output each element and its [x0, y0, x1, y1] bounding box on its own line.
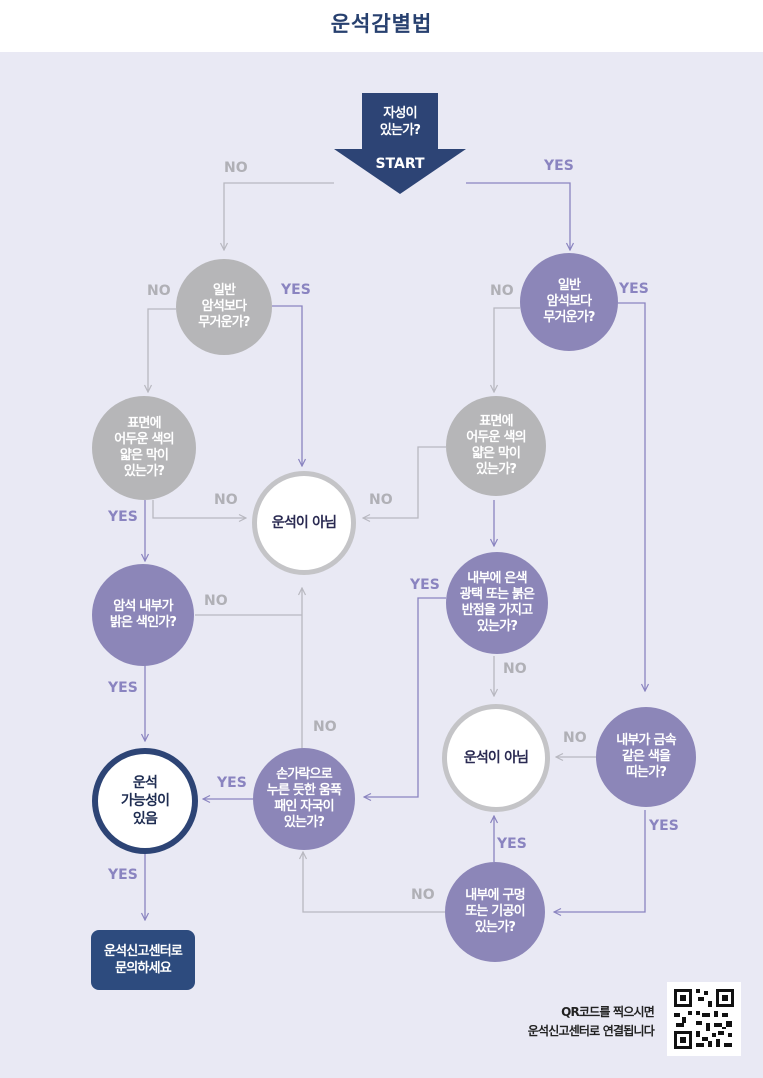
qr-code[interactable]: [667, 982, 741, 1056]
node-film-right: 표면에 어두운 색의 얇은 막이 있는가?: [446, 396, 546, 496]
label-film-left-no: NO: [214, 492, 238, 508]
page-title: 운석감별법: [330, 12, 433, 36]
node-metal: 내부가 금속 같은 색을 띠는가?: [596, 707, 696, 807]
contact-center-button[interactable]: 운석신고센터로 문의하세요: [91, 930, 195, 990]
label-film-right-no: NO: [369, 492, 393, 508]
label-metal-yes: YES: [649, 818, 679, 834]
label-holes-no: NO: [411, 887, 435, 903]
label-inner-silver-yes: YES: [410, 577, 440, 593]
node-not-meteorite-bottom: 운석이 아님: [442, 704, 550, 812]
start-label: START: [375, 156, 425, 172]
label-finger-yes: YES: [217, 775, 247, 791]
label-heavy-left-no: NO: [147, 283, 171, 299]
label-inner-silver-no: NO: [503, 661, 527, 677]
start-question: 자성이 있는가?: [379, 106, 421, 138]
node-holes: 내부에 구멍 또는 기공이 있는가?: [445, 862, 545, 962]
node-inner-bright: 암석 내부가 밝은 색인가?: [92, 564, 194, 666]
node-heavy-left: 일반 암석보다 무거운가?: [176, 259, 272, 355]
label-heavy-right-no: NO: [490, 283, 514, 299]
label-holes-yes: YES: [497, 836, 527, 852]
connector-film-right-no: [363, 446, 446, 518]
connector-start-no: [224, 182, 334, 250]
node-film-left: 표면에 어두운 색의 얇은 막이 있는가?: [92, 396, 196, 500]
label-inner-bright-no: NO: [204, 593, 228, 609]
start-arrow: [334, 93, 466, 194]
node-inner-silver: 내부에 은색 광택 또는 붉은 반점을 가지고 있는가?: [446, 552, 548, 654]
label-film-left-yes: YES: [108, 509, 138, 525]
label-heavy-left-yes: YES: [281, 282, 311, 298]
connector-inner-silver-yes: [364, 597, 446, 797]
node-finger: 손가락으로 누른 듯한 움푹 패인 자국이 있는가?: [253, 748, 355, 850]
connector-holes-no: [303, 852, 445, 913]
label-finger-no: NO: [313, 719, 337, 735]
connector-heavy-left-yes: [272, 305, 302, 466]
node-heavy-right: 일반 암석보다 무거운가?: [520, 253, 618, 351]
flowchart-panel: [0, 52, 763, 1078]
label-possible-yes: YES: [108, 867, 138, 883]
node-not-meteorite-top: 운석이 아님: [252, 471, 356, 575]
label-heavy-right-yes: YES: [619, 281, 649, 297]
connector-heavy-right-yes: [618, 302, 645, 691]
label-metal-no: NO: [563, 730, 587, 746]
connector-film-left-no: [152, 500, 246, 518]
node-possible: 운석 가능성이 있음: [92, 748, 198, 854]
label-inner-bright-yes: YES: [108, 680, 138, 696]
qr-code-icon: [674, 989, 734, 1049]
qr-caption: QR코드를 찍으시면 운석신고센터로 연결됩니다: [527, 1005, 655, 1038]
connector-heavy-left-no: [148, 308, 176, 392]
label-start-no: NO: [224, 160, 248, 176]
label-start-yes: YES: [544, 158, 574, 174]
connector-metal-yes: [554, 810, 646, 912]
connector-start-yes: [466, 182, 570, 250]
header: 운석감별법: [0, 0, 763, 52]
connector-heavy-right-no: [494, 307, 520, 392]
